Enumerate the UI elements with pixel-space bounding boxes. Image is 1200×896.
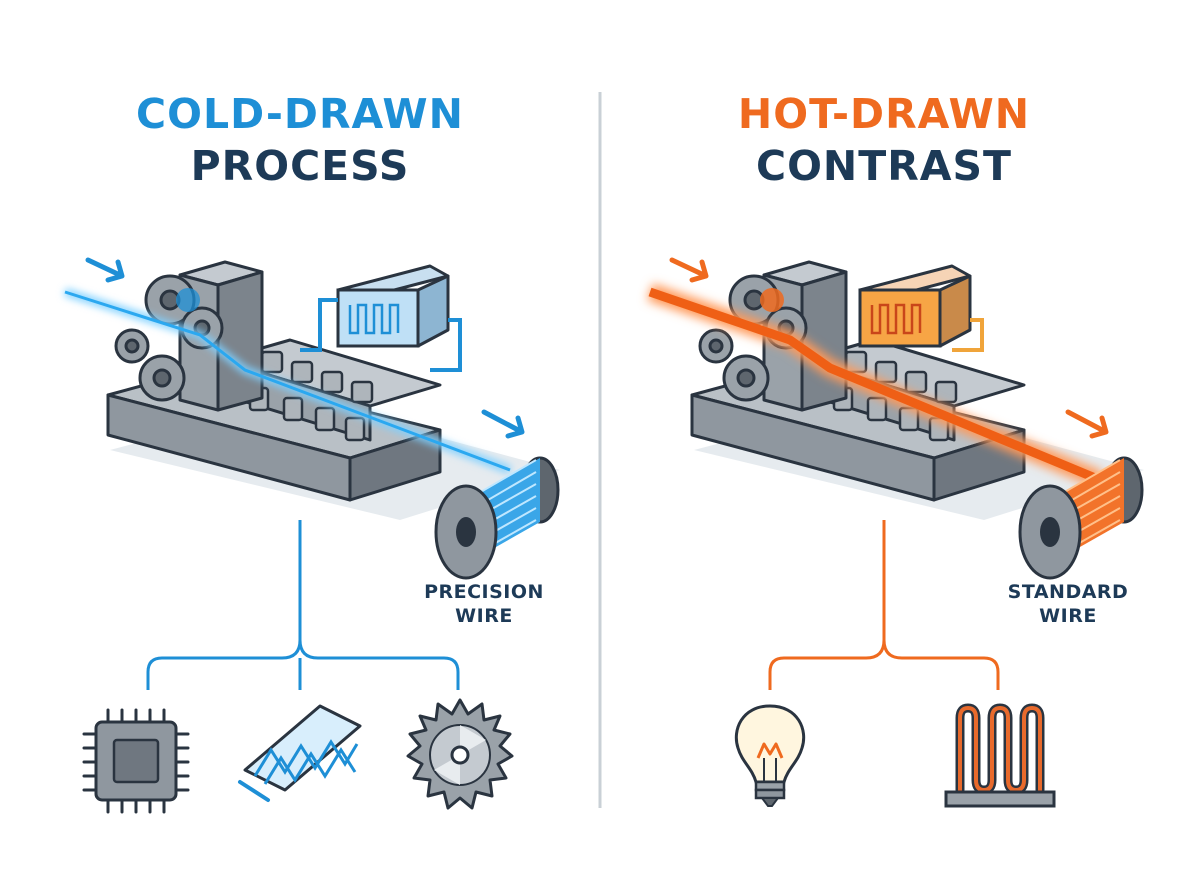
cold-drawn-machine (106, 260, 562, 522)
stent-mesh-icon (238, 704, 362, 802)
hot-applications-connector (768, 520, 1000, 690)
saw-blade-icon (406, 698, 514, 810)
standard-wire-spool-icon (1018, 456, 1144, 580)
precision-wire-label-line1: PRECISION (424, 581, 544, 603)
precision-wire-label-line2: WIRE (455, 605, 513, 627)
cold-output-arrow-icon (481, 409, 525, 439)
standard-wire-label-line1: STANDARD (1007, 581, 1129, 603)
cold-input-arrow-icon (85, 257, 125, 283)
cold-drawn-title-line1: COLD-DRAWN (136, 90, 464, 138)
standard-wire-label: STANDARD WIRE (988, 580, 1148, 628)
cold-drawn-title-line2: PROCESS (190, 142, 410, 190)
standard-wire-label-line2: WIRE (1039, 605, 1097, 627)
hot-drawn-title: HOT-DRAWN CONTRAST (584, 88, 1184, 192)
hot-output-arrow-icon (1065, 409, 1109, 439)
hot-wire-path (647, 283, 1104, 489)
hot-drawn-machine (690, 260, 1146, 522)
cold-drawn-title: COLD-DRAWN PROCESS (0, 88, 600, 192)
light-bulb-icon (734, 704, 806, 807)
heating-element-icon (944, 703, 1056, 808)
precision-wire-spool-icon (434, 456, 560, 580)
hot-drawn-title-line1: HOT-DRAWN (737, 90, 1031, 138)
precision-wire-label: PRECISION WIRE (404, 580, 564, 628)
cold-applications-connector (146, 520, 460, 690)
microchip-icon (82, 708, 190, 814)
cold-wire-path (63, 288, 512, 474)
hot-drawn-title-line2: CONTRAST (755, 142, 1013, 190)
hot-input-arrow-icon (669, 257, 709, 283)
